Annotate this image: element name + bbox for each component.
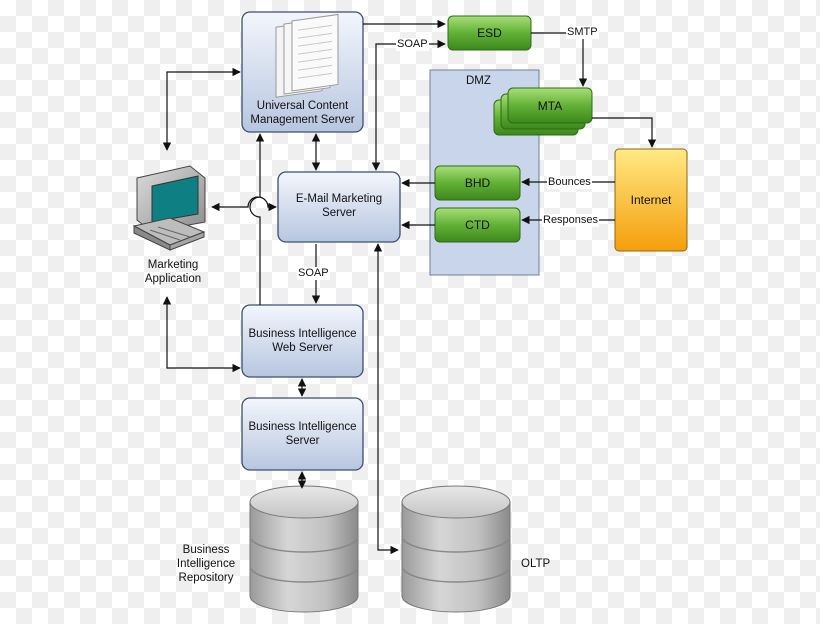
edge-app-emm [212, 197, 276, 207]
computer-icon [134, 166, 205, 250]
oltp-label: OLTP [521, 557, 550, 571]
oltp-database-icon [402, 486, 510, 612]
email-marketing-server-label: E-Mail Marketing Server [284, 190, 394, 222]
dmz-label: DMZ [466, 74, 491, 88]
edge-biweb-ucm [250, 134, 260, 305]
bi-web-server-label: Business Intelligence Web Server [242, 325, 363, 357]
bounces-edge-label: Bounces [547, 176, 592, 189]
internet-label: Internet [615, 185, 687, 215]
document-stack-icon [276, 14, 338, 97]
mta-label: MTA [508, 88, 592, 123]
bi-repository-database-icon [250, 486, 358, 612]
ucm-server-label: Universal Content Management Server [246, 98, 359, 128]
edge-emm-oltp [378, 244, 398, 550]
smtp-edge-label: SMTP [566, 26, 599, 39]
soap-top-edge-label: SOAP [396, 38, 429, 51]
bi-repository-label: Business Intelligence Repository [168, 543, 244, 585]
edge-app-biweb [167, 297, 240, 368]
edge-app-ucm [167, 72, 240, 150]
responses-edge-label: Responses [542, 214, 599, 227]
bi-server-label: Business Intelligence Server [242, 418, 363, 450]
soap-mid-edge-label: SOAP [297, 267, 330, 280]
esd-label: ESD [448, 16, 531, 50]
bhd-label: BHD [435, 166, 520, 200]
ctd-label: CTD [435, 208, 520, 242]
edge-mta-internet [592, 118, 652, 147]
marketing-application-label: Marketing Application [132, 258, 214, 286]
